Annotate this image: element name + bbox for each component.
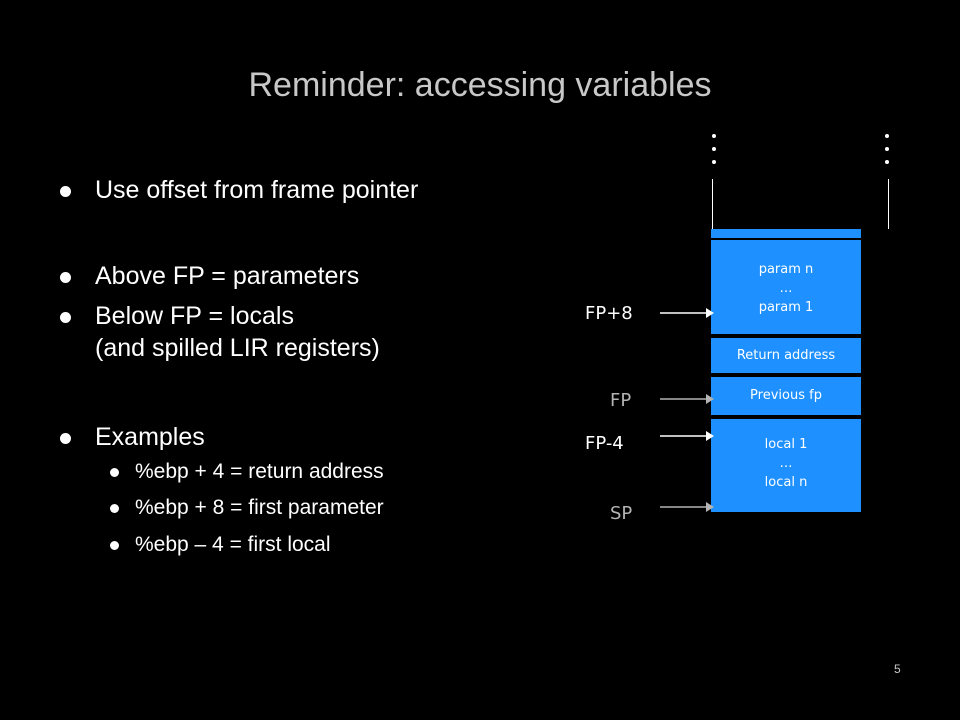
stack-cell-return-address: Return address bbox=[711, 338, 861, 373]
arrow-right-icon bbox=[660, 308, 714, 318]
bullet-dot-icon bbox=[60, 272, 71, 283]
bullet-dot-icon bbox=[110, 468, 119, 477]
slide-title: Reminder: accessing variables bbox=[248, 66, 712, 104]
arrow-right-icon bbox=[660, 394, 714, 404]
bullet-dot-icon bbox=[60, 312, 71, 323]
ellipsis-dots-icon bbox=[712, 134, 716, 173]
stack-cell-locals: local 1 … local n bbox=[711, 419, 861, 512]
ellipsis-dots-icon bbox=[885, 134, 889, 173]
bullet-dot-icon bbox=[60, 186, 71, 197]
bullet-dot-icon bbox=[110, 504, 119, 513]
page-number: 5 bbox=[894, 662, 901, 676]
stack-top-strip bbox=[711, 229, 861, 238]
stack-right-edge bbox=[888, 179, 889, 229]
arrow-right-icon bbox=[660, 502, 714, 512]
stack-cell-previous-fp: Previous fp bbox=[711, 377, 861, 415]
bullet-dot-icon bbox=[110, 541, 119, 550]
arrow-right-icon bbox=[660, 431, 714, 441]
stack-left-edge bbox=[712, 179, 713, 229]
stack-cell-params: param n … param 1 bbox=[711, 240, 861, 334]
bullet-dot-icon bbox=[60, 433, 71, 444]
